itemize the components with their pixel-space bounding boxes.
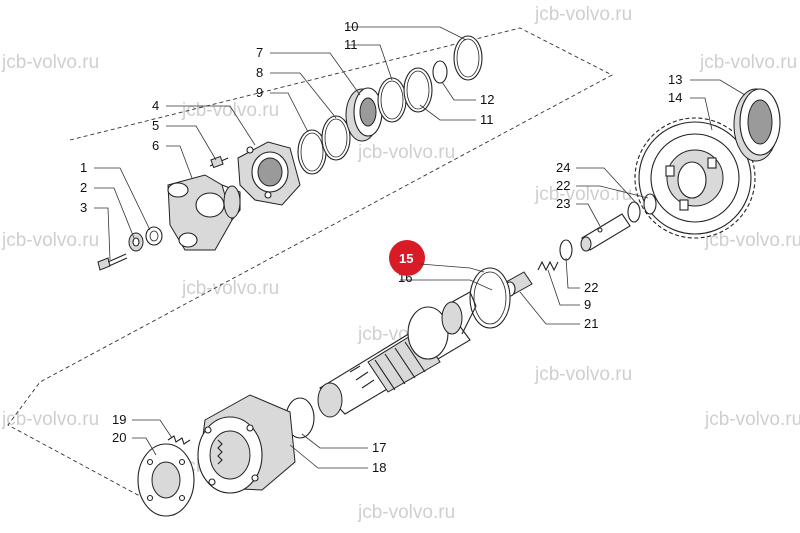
watermark-text: jcb-volvo.ru: [181, 278, 279, 299]
cover-flange-part: [237, 141, 301, 206]
snap-ring-part: [453, 35, 483, 81]
shim-ring-part: [403, 67, 433, 113]
flange-yoke-part: [167, 174, 241, 251]
callout-4: 4: [152, 98, 159, 113]
shim-ring-inner: [324, 118, 348, 158]
callout-7: 7: [256, 45, 263, 60]
watermark-text: jcb-volvo.ru: [357, 142, 455, 163]
callout-11-lower: 11: [480, 112, 494, 127]
watermark-text: jcb-volvo.ru: [534, 4, 632, 25]
watermark-text: jcb-volvo.ru: [534, 184, 632, 205]
leader-15: [419, 263, 485, 273]
shim-ring-part: [321, 115, 351, 161]
callout-3: 3: [80, 200, 87, 215]
callout-23: 23: [556, 196, 570, 211]
pin-ring-part: [643, 193, 657, 215]
circlip-part: [377, 77, 407, 123]
seal-ring-part: [145, 226, 163, 246]
large-oring-inner: [473, 271, 507, 325]
callout-9-lower: 9: [584, 297, 591, 312]
pin-oring-part: [627, 201, 641, 223]
bearing-large-part: [733, 88, 781, 162]
hub-housing-part: [197, 394, 296, 494]
watermark-text: jcb-volvo.ru: [704, 230, 800, 251]
callout-10: 10: [344, 19, 358, 34]
watermark-text: jcb-volvo.ru: [181, 100, 279, 121]
callout-19: 19: [112, 412, 126, 427]
oring-inner: [300, 132, 324, 172]
bearing-small-part: [345, 87, 383, 142]
watermark-text: jcb-volvo.ru: [1, 230, 99, 251]
pressure-plate-part: [137, 443, 195, 517]
watermark-text: jcb-volvo.ru: [357, 502, 455, 523]
watermark-text: jcb-volvo.ru: [704, 409, 800, 430]
small-spring-part: [167, 435, 191, 445]
callout-12: 12: [480, 92, 494, 107]
large-oring-part: [469, 267, 511, 329]
gear-part: [634, 117, 756, 239]
spring-part: [537, 260, 559, 272]
callout-6: 6: [152, 138, 159, 153]
main-shaft-part: [317, 291, 477, 418]
callout-18: 18: [372, 460, 386, 475]
callout-1: 1: [80, 160, 87, 175]
callout-21: 21: [584, 316, 598, 331]
callout-2: 2: [80, 180, 87, 195]
pin-part: [580, 213, 631, 252]
leader-lines: [94, 26, 746, 469]
callout-22-lower: 22: [584, 280, 598, 295]
bolt-part: [97, 253, 128, 271]
highlight-marker: [389, 240, 425, 276]
small-circlip-part: [432, 60, 448, 84]
circlip-inner: [380, 80, 404, 120]
washer-part: [128, 232, 144, 252]
callout-20: 20: [112, 430, 126, 445]
callout-24: 24: [556, 160, 570, 175]
callout-22-upper: 22: [556, 178, 570, 193]
watermark-text: jcb-volvo.ru: [1, 52, 99, 73]
watermark-text: jcb-volvo.ru: [534, 364, 632, 385]
assembly-boundary: [7, 27, 613, 516]
callout-13: 13: [668, 72, 682, 87]
watermark-text: jcb-volvo.ru: [1, 409, 99, 430]
callout-15: 15: [399, 251, 413, 266]
highlighted-callout-15[interactable]: 15: [389, 240, 425, 276]
pin-ring-part: [559, 239, 573, 261]
callout-8: 8: [256, 65, 263, 80]
callout-17: 17: [372, 440, 386, 455]
callout-9-upper: 9: [256, 85, 263, 100]
screw-part: [209, 155, 229, 169]
shim-ring-inner: [406, 70, 430, 110]
watermark-text: jcb-volvo.ru: [699, 52, 797, 73]
callout-14: 14: [668, 90, 682, 105]
callout-11-upper: 11: [344, 37, 358, 52]
callout-5: 5: [152, 118, 159, 133]
snap-ring-inner: [456, 38, 480, 78]
